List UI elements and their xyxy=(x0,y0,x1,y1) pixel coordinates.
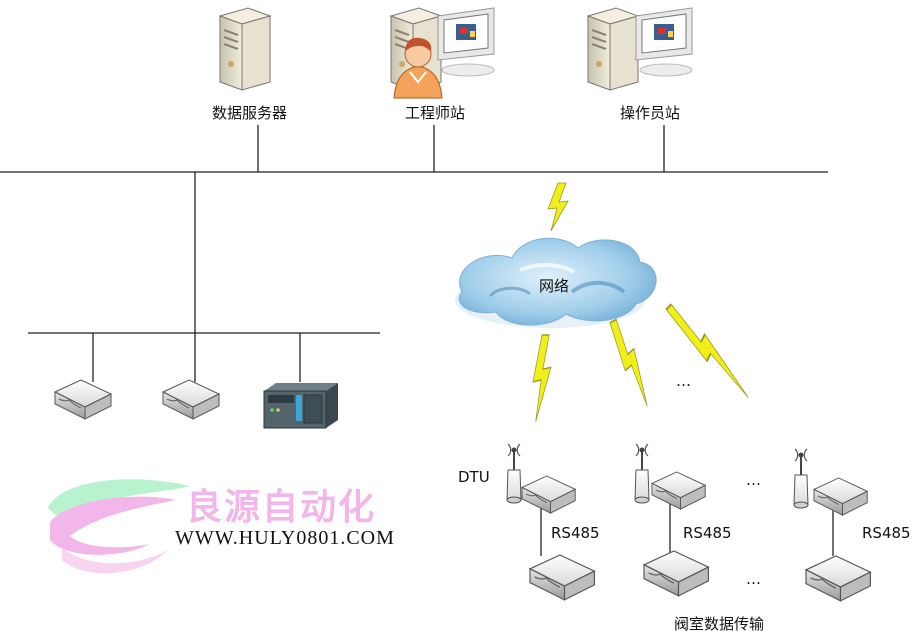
valve-router-icon-2 xyxy=(643,550,710,597)
antenna-icon-1 xyxy=(506,443,522,504)
rs485-label-3: RS485 xyxy=(862,524,911,542)
valve-router-icon-1 xyxy=(529,554,596,601)
antenna-icon-3 xyxy=(793,448,809,509)
data-server-label: 数据服务器 xyxy=(212,104,288,122)
engineer-workstation-icon xyxy=(390,7,495,99)
cloud-icon xyxy=(455,237,657,328)
dtu-router-icon-3 xyxy=(813,477,868,516)
server-icon xyxy=(219,7,271,91)
operator-station-label: 操作员站 xyxy=(620,104,681,122)
dtu-router-icon-1 xyxy=(521,475,576,514)
antenna-icon-2 xyxy=(634,443,650,504)
lightning-icon-2 xyxy=(601,317,662,409)
valve-room-label: 阀室数据传输 xyxy=(674,615,765,633)
connection-lines xyxy=(0,125,834,556)
plc-module-icon xyxy=(263,383,338,429)
watermark-title: 良源自动化 xyxy=(186,487,377,528)
operator-workstation-icon xyxy=(587,7,693,91)
engineer-person-icon xyxy=(393,37,443,99)
router-icon-1 xyxy=(54,379,112,420)
dtu-router-icon-2 xyxy=(651,471,706,510)
ellipsis-label-3: … xyxy=(746,570,761,588)
network-label: 网络 xyxy=(539,277,570,295)
dtu-label: DTU xyxy=(458,468,490,486)
watermark-logo xyxy=(48,479,190,574)
lightning-icon-3 xyxy=(659,302,760,401)
ellipsis-label-1: … xyxy=(676,372,691,390)
rs485-label-2: RS485 xyxy=(683,524,732,542)
lightning-icon-1 xyxy=(532,334,552,423)
rs485-label-1: RS485 xyxy=(551,524,600,542)
engineer-station-label: 工程师站 xyxy=(405,104,466,122)
valve-router-icon-3 xyxy=(805,555,872,602)
router-icon-2 xyxy=(162,379,220,420)
watermark-url: WWW.HULY0801.COM xyxy=(175,527,395,549)
ellipsis-label-2: … xyxy=(746,471,761,489)
lightning-icon-top xyxy=(547,182,569,232)
